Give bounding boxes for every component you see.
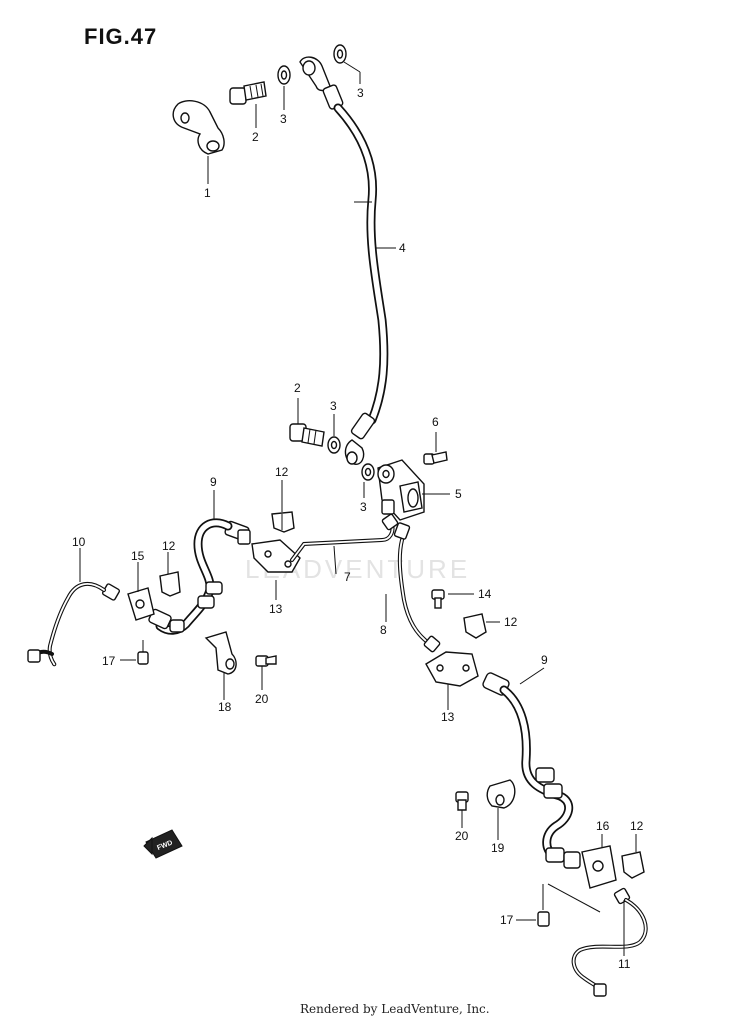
callout-labels: 1 2 3 3 4 2 3 6 3 5 12 9 10 15 12 7 13 1… xyxy=(72,86,644,971)
part-12-clamp-right-upper xyxy=(463,613,487,639)
part-12-clamp-left xyxy=(159,571,181,597)
callout-2: 2 xyxy=(294,381,301,395)
part-10-brake-pipe xyxy=(27,581,121,667)
callout-5: 5 xyxy=(455,487,462,501)
callout-20: 20 xyxy=(255,692,269,706)
part-17-bolt-right xyxy=(537,883,601,927)
part-9-brake-hose-right xyxy=(482,672,581,869)
part-20-screw-left xyxy=(255,655,277,667)
forward-direction-arrow: FWD xyxy=(143,829,183,859)
callout-9: 9 xyxy=(210,475,217,489)
part-14-bolt xyxy=(431,589,445,609)
callout-9: 9 xyxy=(541,653,548,667)
callout-10: 10 xyxy=(72,535,86,549)
part-18-hose-guide xyxy=(204,631,237,675)
callout-15: 15 xyxy=(131,549,145,563)
callout-13: 13 xyxy=(441,710,455,724)
part-12-clamp-right-lower xyxy=(621,851,645,879)
callout-20: 20 xyxy=(455,829,469,843)
callout-12: 12 xyxy=(275,465,289,479)
part-7-brake-pipe xyxy=(290,513,399,562)
part-8-brake-pipe xyxy=(393,522,441,653)
callout-2: 2 xyxy=(252,130,259,144)
callout-16: 16 xyxy=(596,819,610,833)
part-3-washer-middle xyxy=(327,436,341,454)
part-15-clamp xyxy=(127,587,155,621)
callout-14: 14 xyxy=(478,587,492,601)
callout-17: 17 xyxy=(102,654,116,668)
part-13-bracket-right xyxy=(425,651,479,687)
callout-18: 18 xyxy=(218,700,232,714)
callout-3: 3 xyxy=(357,86,364,100)
part-6-bolt xyxy=(423,451,448,465)
callout-1: 1 xyxy=(204,186,211,200)
footer-credit: Rendered by LeadVenture, Inc. xyxy=(300,1002,490,1016)
callout-13: 13 xyxy=(269,602,283,616)
figure-title: FIG.47 xyxy=(84,24,157,49)
part-19-hose-guide xyxy=(486,779,516,809)
callout-3: 3 xyxy=(360,500,367,514)
callout-6: 6 xyxy=(432,415,439,429)
part-17-bolt-left xyxy=(137,640,149,665)
callout-11: 11 xyxy=(618,957,631,971)
part-3-washer-lower xyxy=(361,463,375,481)
part-12-clamp-upper xyxy=(271,511,295,533)
part-1-cap xyxy=(172,100,225,155)
part-3-washer-top-left xyxy=(277,65,291,85)
callout-leaders xyxy=(79,61,637,956)
part-16-clamp xyxy=(581,845,617,889)
callout-12: 12 xyxy=(630,819,644,833)
callout-17: 17 xyxy=(500,913,514,927)
callout-8: 8 xyxy=(380,623,387,637)
part-4-brake-hose xyxy=(299,56,389,465)
callout-3: 3 xyxy=(330,399,337,413)
part-3-washer-top-right xyxy=(333,44,347,64)
part-2-union-bolt-middle xyxy=(289,423,325,447)
part-9-brake-hose-left xyxy=(148,518,301,635)
callout-12: 12 xyxy=(162,539,176,553)
callout-19: 19 xyxy=(491,841,505,855)
callout-12: 12 xyxy=(504,615,518,629)
part-5-brake-joint xyxy=(377,459,425,521)
part-20-screw-right xyxy=(455,791,469,811)
part-11-brake-pipe xyxy=(571,887,648,997)
callout-3: 3 xyxy=(280,112,287,126)
callout-7: 7 xyxy=(344,570,351,584)
part-2-union-bolt-top xyxy=(229,81,267,105)
callout-4: 4 xyxy=(399,241,406,255)
